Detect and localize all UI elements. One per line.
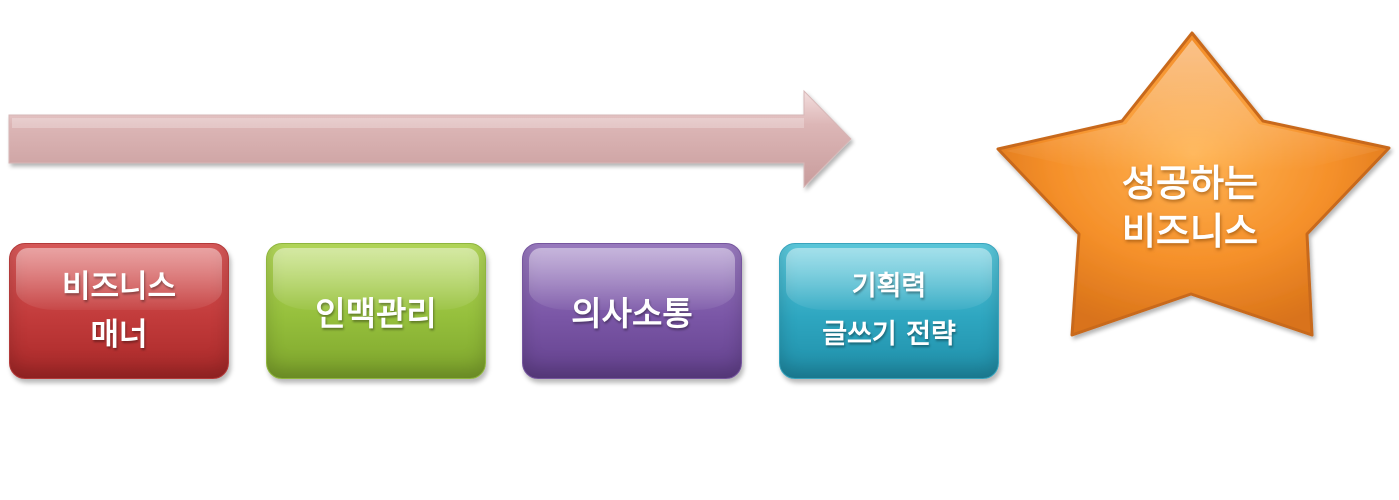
step-box-planning-writing: 기획력 글쓰기 전략 xyxy=(779,243,999,379)
step-box-business-manner: 비즈니스 매너 xyxy=(9,243,229,379)
goal-star xyxy=(996,31,1391,337)
step-3-label: 의사소통 xyxy=(571,294,693,333)
step-2-label: 인맥관리 xyxy=(315,294,437,333)
step-4-line-1: 기획력 xyxy=(851,271,927,302)
step-4-line-2: 글쓰기 전략 xyxy=(822,319,956,350)
goal-line-2: 비즈니스 xyxy=(1121,210,1259,253)
goal-star-shine xyxy=(1006,40,1380,170)
process-arrow xyxy=(8,89,852,189)
goal-line-1: 성공하는 xyxy=(1121,162,1259,205)
step-1-line-2: 매너 xyxy=(90,317,148,353)
step-1-line-1: 비즈니스 xyxy=(61,269,177,305)
step-box-networking: 인맥관리 xyxy=(266,243,486,379)
goal-star-label: 성공하는 비즈니스 xyxy=(1090,160,1290,256)
step-box-communication: 의사소통 xyxy=(522,243,742,379)
process-arrow-highlight xyxy=(12,118,804,128)
